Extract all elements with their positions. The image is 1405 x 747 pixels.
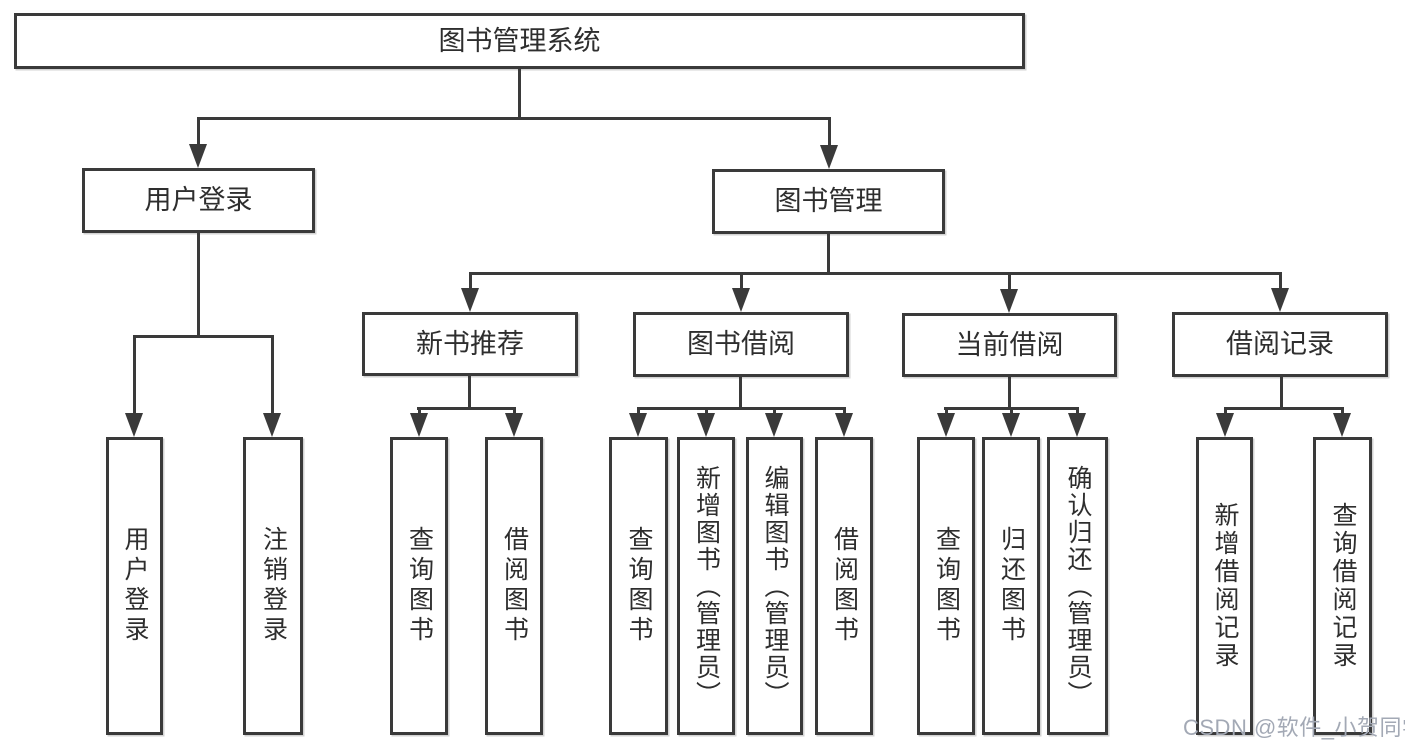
connector-line	[1010, 407, 1013, 417]
connector-line	[469, 272, 1282, 275]
leaf-logout: 注销登录	[243, 437, 303, 735]
connector-line	[637, 407, 640, 417]
node-current-borrowing: 当前借阅	[902, 313, 1117, 377]
leaf-query-books-recommend: 查询图书	[390, 437, 448, 735]
connector-line	[740, 272, 743, 292]
arrow-down-icon	[820, 145, 838, 169]
connector-line	[828, 117, 831, 147]
connector-line	[417, 407, 515, 410]
arrow-down-icon	[629, 413, 647, 437]
arrow-down-icon	[937, 413, 955, 437]
connector-line	[637, 407, 845, 410]
node-borrowing-records: 借阅记录	[1172, 312, 1388, 377]
connector-line	[513, 407, 516, 417]
connector-line	[418, 407, 421, 417]
arrow-down-icon	[1216, 413, 1234, 437]
arrow-down-icon	[1000, 289, 1018, 313]
leaf-return-book: 归还图书	[982, 437, 1040, 735]
arrow-down-icon	[125, 413, 143, 437]
connector-line	[518, 68, 521, 117]
connector-line	[945, 407, 948, 417]
arrow-down-icon	[1271, 288, 1289, 312]
arrow-down-icon	[835, 413, 853, 437]
connector-line	[133, 335, 274, 338]
arrow-down-icon	[461, 288, 479, 312]
node-book-management: 图书管理	[712, 169, 945, 234]
leaf-add-book-admin: 新增图书（管理员）	[677, 437, 735, 735]
connector-line	[271, 335, 274, 417]
connector-line	[705, 407, 708, 417]
arrow-down-icon	[1002, 413, 1020, 437]
connector-line	[197, 117, 200, 147]
connector-line	[739, 377, 742, 407]
arrow-down-icon	[189, 144, 207, 168]
arrow-down-icon	[505, 413, 523, 437]
connector-line	[1076, 407, 1079, 417]
csdn-watermark: CSDN @软件_小贺同学	[1183, 715, 1405, 740]
leaf-query-books-borrowing: 查询图书	[609, 437, 668, 735]
connector-line	[773, 407, 776, 417]
connector-line	[1280, 377, 1283, 407]
leaf-borrow-books-recommend: 借阅图书	[485, 437, 543, 735]
node-root-system: 图书管理系统	[14, 13, 1025, 69]
connector-line	[1008, 272, 1011, 292]
arrow-down-icon	[765, 413, 783, 437]
node-new-book-recommend: 新书推荐	[362, 312, 578, 376]
node-user-login: 用户登录	[82, 168, 315, 233]
connector-line	[197, 232, 200, 335]
leaf-user-login: 用户登录	[106, 437, 163, 735]
connector-line	[469, 272, 472, 292]
arrow-down-icon	[732, 288, 750, 312]
leaf-add-borrow-record: 新增借阅记录	[1196, 437, 1253, 735]
connector-line	[133, 335, 136, 417]
connector-line	[1341, 407, 1344, 417]
leaf-borrow-books-borrowing: 借阅图书	[815, 437, 873, 735]
leaf-confirm-return-admin: 确认归还（管理员）	[1047, 437, 1108, 735]
node-book-borrowing: 图书借阅	[633, 312, 849, 377]
arrow-down-icon	[410, 413, 428, 437]
arrow-down-icon	[1333, 413, 1351, 437]
arrow-down-icon	[697, 413, 715, 437]
leaf-edit-book-admin: 编辑图书（管理员）	[746, 437, 803, 735]
connector-line	[1279, 272, 1282, 292]
connector-line	[197, 117, 831, 120]
connector-line	[468, 376, 471, 407]
arrow-down-icon	[263, 413, 281, 437]
leaf-query-books-current: 查询图书	[917, 437, 975, 735]
connector-line	[1224, 407, 1344, 410]
connector-line	[843, 407, 846, 417]
leaf-query-borrow-record: 查询借阅记录	[1313, 437, 1372, 735]
connector-line	[827, 234, 830, 272]
connector-line	[1008, 377, 1011, 407]
arrow-down-icon	[1068, 413, 1086, 437]
connector-line	[1224, 407, 1227, 417]
